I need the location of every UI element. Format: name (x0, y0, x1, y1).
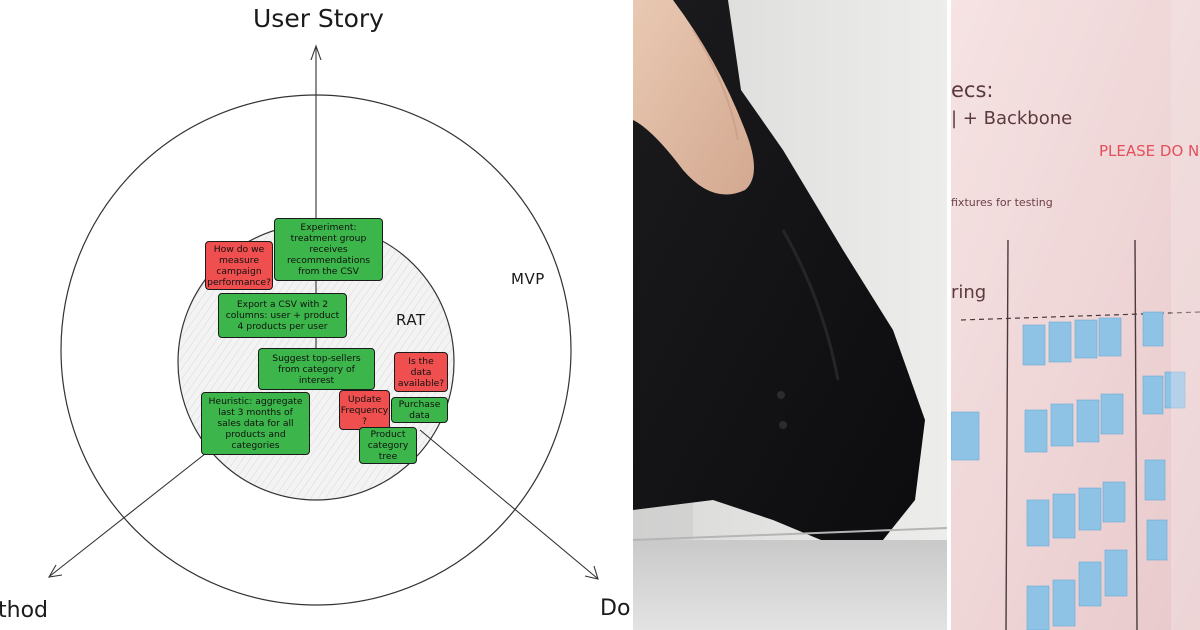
note-measure-campaign: How do we measure campaign performance? (205, 241, 273, 290)
note-heuristic: Heuristic: aggregate last 3 months of sa… (201, 392, 310, 455)
note-purchase-data: Purchase data (391, 397, 448, 423)
arm-photo-drawing (633, 0, 947, 630)
board-text-fixtures: fixtures for testing (951, 196, 1053, 209)
board-text-specs: ecs: (951, 78, 994, 102)
note-product-category: Product category tree (359, 427, 417, 464)
axis-method (49, 449, 211, 577)
note-experiment: Experiment: treatment group receives rec… (274, 218, 383, 281)
board-text-backbone: | + Backbone (951, 108, 1073, 129)
axis-label-method: thod (0, 598, 48, 623)
arrowhead-right (584, 565, 599, 580)
note-update-frequency: Update Frequency ? (339, 390, 390, 430)
axis-label-user-story: User Story (253, 4, 384, 33)
ring-label-mvp: MVP (511, 270, 545, 288)
arrowhead-up (310, 44, 322, 61)
note-top-sellers: Suggest top-sellers from category of int… (258, 348, 375, 390)
diagram-panel: User Story thod Do MVP RAT Experiment: t… (0, 4, 631, 623)
panel-divider (947, 0, 951, 630)
note-export-csv: Export a CSV with 2 columns: user + prod… (218, 293, 347, 338)
arm-photo (633, 0, 947, 630)
axis-do (419, 429, 598, 579)
whiteboard-photo-drawing (951, 0, 1200, 630)
board-text-please-do-not-erase: PLEASE DO NOT ERAS (1099, 142, 1200, 160)
axis-label-do: Do (600, 596, 631, 621)
ring-label-rat: RAT (396, 311, 426, 329)
arrowhead-left (47, 564, 63, 578)
whiteboard-photo: ecs: | + Backbone PLEASE DO NOT ERAS fix… (951, 0, 1200, 630)
note-data-available: Is the data available? (394, 352, 448, 392)
board-text-ring: ring (951, 282, 987, 303)
